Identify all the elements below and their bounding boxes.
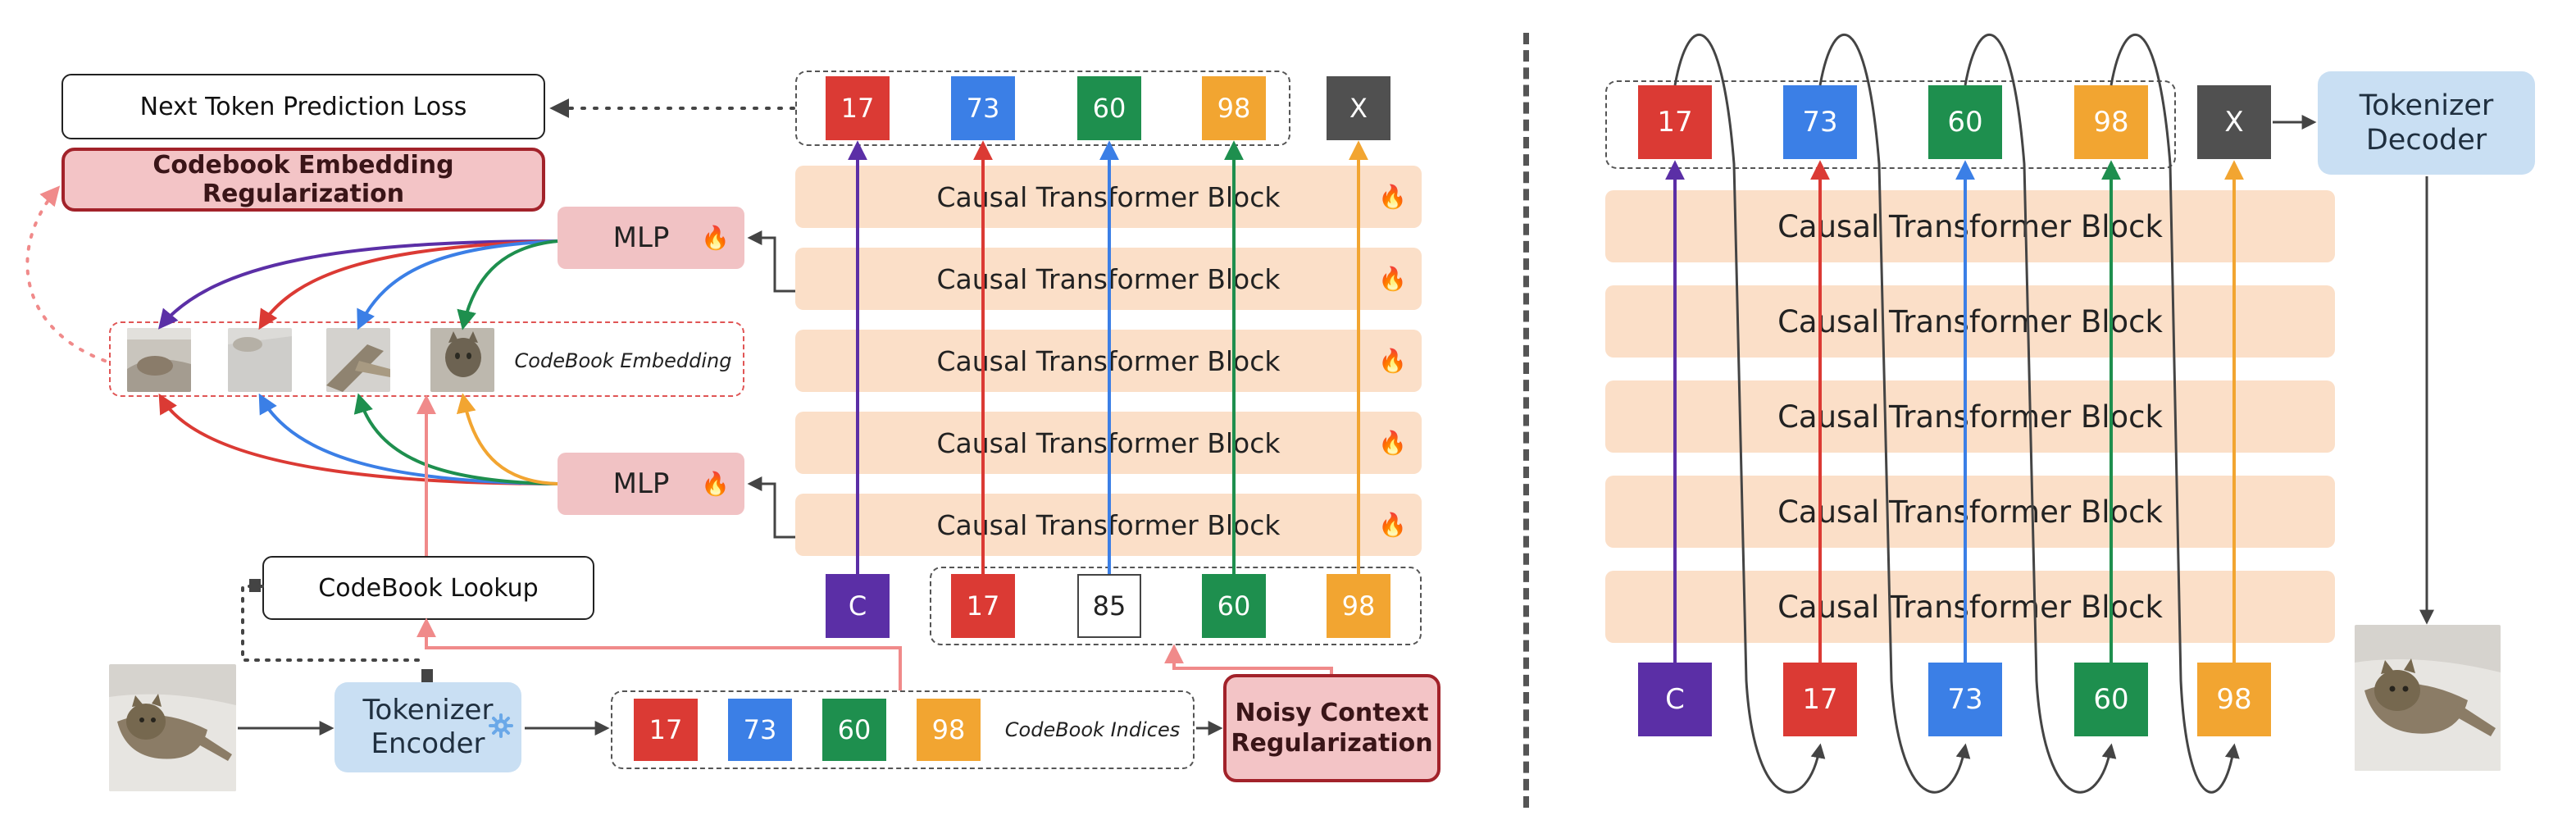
left-transformer-block-3: Causal Transformer Block 🔥 <box>795 330 1422 392</box>
left-output-token-60: 60 <box>1077 76 1141 140</box>
right-input-token-98: 98 <box>2197 663 2271 736</box>
right-output-token-98: 98 <box>2074 85 2148 159</box>
output-token-group <box>795 71 1290 146</box>
fire-icon: 🔥 <box>1378 183 1407 211</box>
right-transformer-block-2: Causal Transformer Block <box>1605 285 2335 358</box>
transformer-block-label: Causal Transformer Block <box>936 262 1281 295</box>
left-output-token-98: 98 <box>1202 76 1266 140</box>
right-input-token-60: 60 <box>2074 663 2148 736</box>
left-transformer-block-1: Causal Transformer Block 🔥 <box>795 166 1422 228</box>
right-transformer-block-3: Causal Transformer Block <box>1605 380 2335 453</box>
cat-photo <box>109 664 236 791</box>
tokenizer-decoder: Tokenizer Decoder <box>2318 71 2535 175</box>
transformer-block-label: Causal Transformer Block <box>1777 303 2163 339</box>
index-token-17: 17 <box>634 699 698 761</box>
mlp-lower: MLP 🔥 <box>558 453 744 515</box>
mlp-upper: MLP 🔥 <box>558 207 744 269</box>
mlp-label: MLP <box>612 467 670 500</box>
right-input-token-17: 17 <box>1783 663 1857 736</box>
left-output-token-73: 73 <box>951 76 1015 140</box>
transformer-block-label: Causal Transformer Block <box>1777 208 2163 244</box>
right-input-token-c: C <box>1638 663 1712 736</box>
gear-icon-svg <box>489 713 513 738</box>
panel-divider <box>1523 33 1529 808</box>
reconstructed-cat-image <box>2355 625 2501 771</box>
left-input-token-17: 17 <box>951 574 1015 638</box>
codebook-lookup: CodeBook Lookup <box>262 556 594 620</box>
left-transformer-block-5: Causal Transformer Block 🔥 <box>795 494 1422 556</box>
cat-photo <box>127 328 191 392</box>
transformer-block-label: Causal Transformer Block <box>936 426 1281 459</box>
right-transformer-block-1: Causal Transformer Block <box>1605 190 2335 262</box>
right-output-token-73: 73 <box>1783 85 1857 159</box>
right-transformer-block-4: Causal Transformer Block <box>1605 476 2335 548</box>
codebook-indices-label: CodeBook Indices <box>1004 718 1181 741</box>
cat-photo-crop-3 <box>326 328 390 392</box>
transformer-block-label: Causal Transformer Block <box>936 180 1281 213</box>
right-output-token-60: 60 <box>1928 85 2002 159</box>
left-output-token-x: X <box>1327 76 1390 140</box>
index-token-73: 73 <box>728 699 792 761</box>
transformer-block-label: Causal Transformer Block <box>1777 399 2163 435</box>
fire-icon: 🔥 <box>1378 429 1407 457</box>
codebook-embedding-label: CodeBook Embedding <box>514 349 732 372</box>
right-input-token-73: 73 <box>1928 663 2002 736</box>
noisy-context-regularization: Noisy Context Regularization <box>1223 674 1440 782</box>
transformer-block-label: Causal Transformer Block <box>936 344 1281 377</box>
transformer-block-label: Causal Transformer Block <box>936 508 1281 541</box>
tokenizer-encoder-label: Tokenizer Encoder <box>362 694 494 760</box>
mlp-label: MLP <box>612 221 670 254</box>
codebook-embedding-regularization: Codebook Embedding Regularization <box>61 148 545 212</box>
fire-icon: 🔥 <box>1378 265 1407 293</box>
left-transformer-block-4: Causal Transformer Block 🔥 <box>795 412 1422 474</box>
cat-photo-crop-2 <box>228 328 292 392</box>
source-cat-image <box>109 664 236 791</box>
fire-icon: 🔥 <box>701 470 730 498</box>
fire-icon: 🔥 <box>701 224 730 252</box>
transformer-block-label: Causal Transformer Block <box>1777 589 2163 625</box>
fire-icon: 🔥 <box>1378 347 1407 375</box>
right-output-token-x: X <box>2197 85 2271 159</box>
cat-photo <box>228 328 292 392</box>
cat-photo <box>430 328 494 392</box>
next-token-prediction-loss: Next Token Prediction Loss <box>61 74 545 139</box>
noisy-context-label: Noisy Context Regularization <box>1231 698 1433 758</box>
left-input-token-60: 60 <box>1202 574 1266 638</box>
left-transformer-block-2: Causal Transformer Block 🔥 <box>795 248 1422 310</box>
left-input-token-98: 98 <box>1327 574 1390 638</box>
index-token-98: 98 <box>917 699 981 761</box>
tokenizer-decoder-label: Tokenizer Decoder <box>2359 89 2494 157</box>
left-output-token-17: 17 <box>826 76 890 140</box>
gear-icon <box>489 713 513 738</box>
left-input-token-85: 85 <box>1077 574 1141 638</box>
right-transformer-block-5: Causal Transformer Block <box>1605 571 2335 643</box>
left-input-token-c: C <box>826 574 890 638</box>
index-token-60: 60 <box>822 699 886 761</box>
cat-photo-crop-1 <box>127 328 191 392</box>
codebook-indices-group <box>611 690 1195 769</box>
cat-photo <box>2355 625 2501 771</box>
cat-photo-crop-4 <box>430 328 494 392</box>
transformer-block-label: Causal Transformer Block <box>1777 494 2163 530</box>
cat-photo <box>326 328 390 392</box>
fire-icon: 🔥 <box>1378 511 1407 539</box>
right-output-token-17: 17 <box>1638 85 1712 159</box>
